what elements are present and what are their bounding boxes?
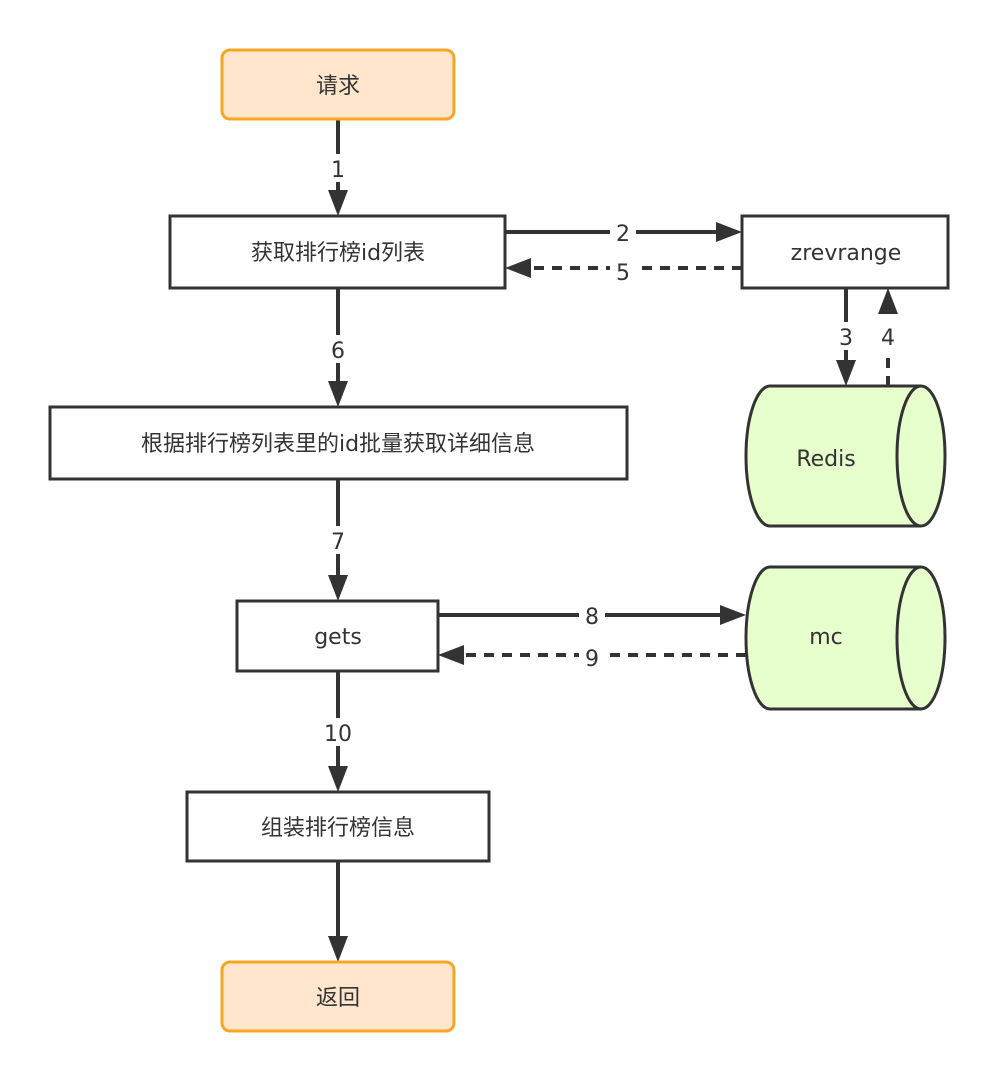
terminal-shape: [220, 48, 456, 121]
node-gets: gets: [235, 599, 440, 673]
node-get-id-list: 获取排行榜id列表: [168, 214, 507, 290]
edge-label-5: 5: [616, 261, 630, 286]
node-label-gets: gets: [314, 625, 362, 650]
edge-return: [328, 861, 348, 962]
node-label-mc: mc: [809, 625, 843, 650]
edge-label-6: 6: [331, 339, 345, 364]
node-label-return: 返回: [316, 986, 360, 1011]
edge-label-2: 2: [616, 222, 630, 247]
edge-4: 4: [876, 288, 900, 386]
edge-3: 3: [834, 288, 858, 386]
edge-label-1: 1: [331, 158, 345, 183]
node-assemble: 组装排行榜信息: [185, 790, 491, 863]
edge-label-3: 3: [839, 326, 853, 351]
edge-5: 5: [505, 258, 742, 286]
node-return: 返回: [220, 960, 456, 1033]
edge-9: 9: [438, 644, 746, 672]
node-label-assemble: 组装排行榜信息: [261, 816, 415, 841]
edge-8: 8: [438, 602, 746, 630]
node-label-get-id-list: 获取排行榜id列表: [251, 241, 425, 266]
terminal-shape: [220, 960, 456, 1033]
node-request: 请求: [220, 48, 456, 121]
node-batch-fetch: 根据排行榜列表里的id批量获取详细信息: [48, 405, 629, 481]
node-mc: mc: [744, 565, 947, 711]
edge-6: 6: [325, 288, 351, 407]
edge-7: 7: [325, 479, 351, 601]
edge-1: 1: [325, 119, 351, 216]
node-label-batch-fetch: 根据排行榜列表里的id批量获取详细信息: [141, 432, 535, 457]
node-label-redis: Redis: [796, 447, 855, 472]
edge-label-10: 10: [324, 722, 352, 747]
node-zrevrange: zrevrange: [740, 214, 950, 290]
edge-label-9: 9: [585, 647, 599, 672]
edge-label-8: 8: [585, 605, 599, 630]
node-redis: Redis: [744, 384, 947, 528]
node-label-request: 请求: [316, 74, 360, 99]
node-label-zrevrange: zrevrange: [791, 241, 902, 266]
edge-label-7: 7: [331, 530, 345, 555]
edge-10: 10: [321, 671, 355, 792]
edge-2: 2: [505, 219, 742, 247]
edge-label-4: 4: [881, 326, 895, 351]
